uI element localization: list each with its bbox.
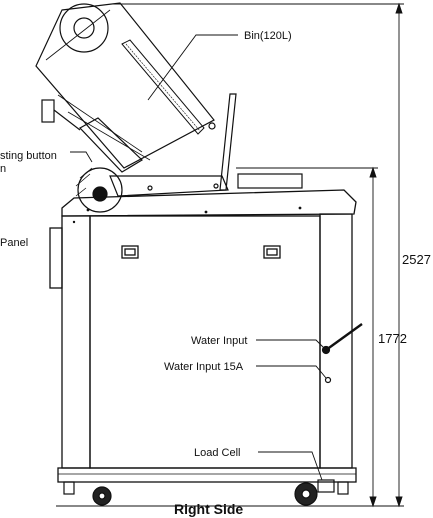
base-frame <box>57 467 357 483</box>
bolt-left-col <box>72 220 76 224</box>
dimension-body-height: 1772 <box>378 331 407 346</box>
bolt-top-mid <box>204 210 208 214</box>
cabinet-bolts <box>72 206 302 224</box>
handle-right <box>263 245 281 259</box>
dim-1772-arrow-top <box>369 166 377 178</box>
handle-left-inner <box>124 248 136 256</box>
bin-rim <box>121 39 205 135</box>
leader-water-input-15a <box>256 365 327 379</box>
bin-inner-line <box>45 9 111 61</box>
wheel-left-hub <box>98 492 106 500</box>
bolt-top-left <box>86 208 90 212</box>
bin-roller-outer <box>59 3 109 53</box>
leader-lines <box>70 34 327 481</box>
label-tilting-button-line2: n <box>0 163 6 175</box>
view-title: Right Side <box>174 501 243 517</box>
side-panel-box <box>49 227 63 289</box>
leader-load-cell <box>258 451 323 481</box>
leg-right <box>337 481 349 495</box>
bin-side-line-2 <box>67 111 151 161</box>
label-bin: Bin(120L) <box>244 30 292 42</box>
label-tilting-button-line1: sting button <box>0 150 57 162</box>
wheel-right-hub <box>301 489 311 499</box>
hinge-bolt-1 <box>147 185 153 191</box>
hinge-plate <box>109 175 229 197</box>
water-input-15a-fitting <box>324 376 332 384</box>
leader-water-input <box>256 339 325 349</box>
dim-2527-arrow-bottom <box>395 496 403 508</box>
tilt-arm <box>79 117 143 173</box>
water-hose <box>325 323 363 351</box>
water-input-fittings <box>321 323 363 384</box>
bin-assembly <box>35 2 237 191</box>
wheels <box>56 479 360 507</box>
bolt-top-right <box>298 206 302 210</box>
label-load-cell: Load Cell <box>194 447 240 459</box>
bin-rim-bolt <box>208 122 216 130</box>
cabinet <box>49 189 357 483</box>
arm-bracket-link <box>53 109 81 131</box>
hinge-bolt-2 <box>213 183 219 189</box>
bin-side-line <box>57 94 143 153</box>
handle-left <box>121 245 139 259</box>
hinge-inner <box>92 186 108 202</box>
bin-roller-inner <box>73 17 95 39</box>
tilt-hinge <box>75 167 229 213</box>
hinge-outer <box>77 167 123 213</box>
bin-rim-hatch <box>125 43 201 132</box>
label-water-input: Water Input <box>191 335 247 347</box>
dim-1772-arrow-bottom <box>369 496 377 508</box>
label-panel: Panel <box>0 237 28 249</box>
leg-left <box>63 481 75 495</box>
top-control-box <box>237 173 303 189</box>
leader-tilting-button <box>70 151 93 163</box>
bin-body <box>35 2 215 169</box>
hinge-hatch <box>75 167 93 197</box>
water-input-fitting <box>321 345 331 355</box>
dimension-lines <box>112 2 404 508</box>
dimension-overall-height: 2527 <box>402 252 431 267</box>
handle-right-inner <box>266 248 278 256</box>
leader-bin <box>147 34 238 101</box>
cabinet-right-column <box>319 213 353 469</box>
arm-bracket <box>41 99 55 123</box>
label-water-input-15a: Water Input 15A <box>164 361 244 373</box>
cabinet-left-column <box>61 215 91 469</box>
load-cell-block <box>317 479 335 493</box>
dim-2527-arrow-top <box>395 2 403 14</box>
